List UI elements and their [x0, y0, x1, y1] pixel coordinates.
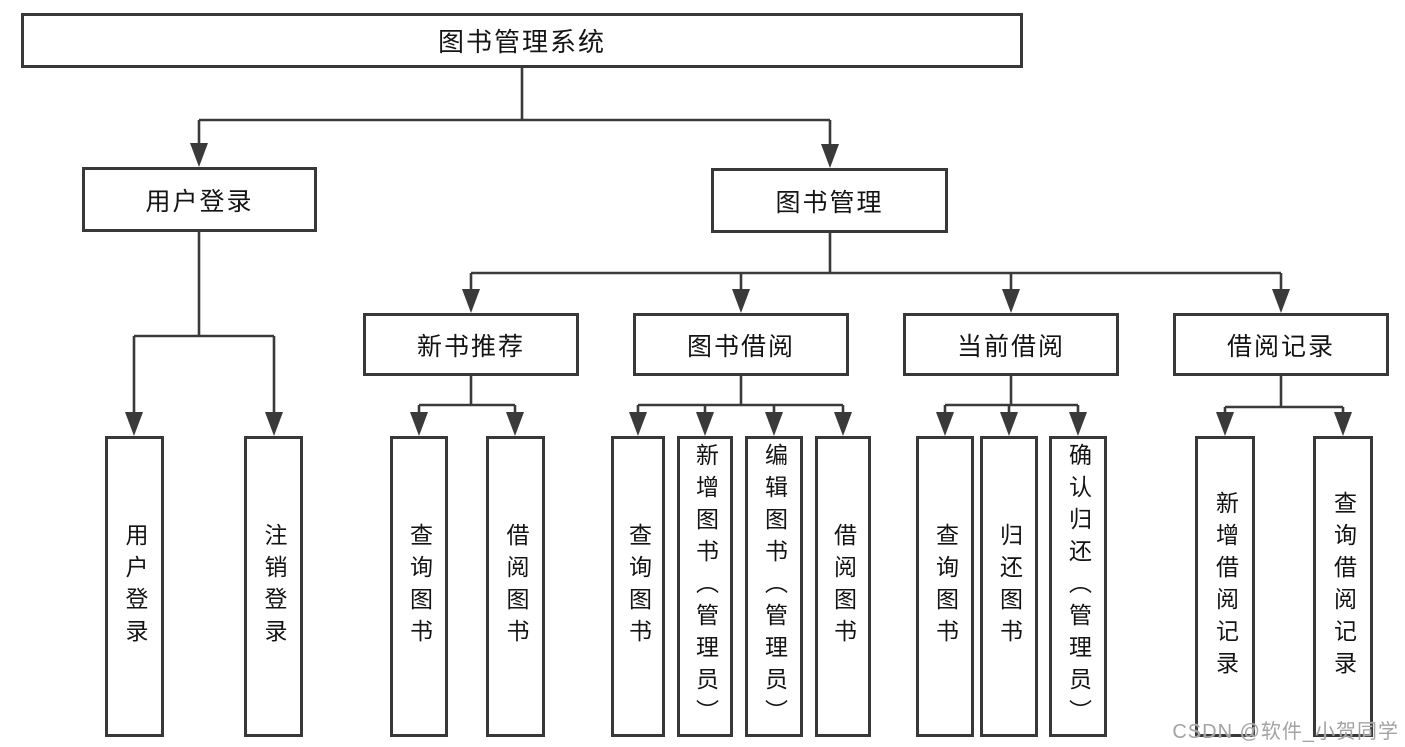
node-label: 图书管理 [775, 188, 884, 217]
arrowhead [629, 412, 647, 436]
leaf-logout: 注销登录 [244, 436, 303, 737]
arrowhead [1000, 412, 1018, 436]
arrowhead [834, 412, 852, 436]
node-label: 借阅记录 [1226, 332, 1335, 361]
leaf-borrow-books: 借阅图书 [815, 436, 871, 737]
leaf-query-books-newrec: 查询图书 [390, 436, 448, 737]
node-label: 确认归还（管理员） [1065, 442, 1092, 731]
leaf-query-books-borrow: 查询图书 [611, 436, 665, 737]
node-label: 借阅图书 [830, 522, 857, 651]
arrowhead [462, 289, 480, 313]
node-label: 借阅图书 [503, 522, 529, 651]
leaf-query-borrow-record: 查询借阅记录 [1313, 436, 1373, 737]
arrowhead [1272, 289, 1290, 313]
node-label: 新书推荐 [416, 332, 525, 361]
node-label: 注销登录 [261, 522, 287, 651]
node-label: 查询图书 [406, 522, 433, 651]
node-user-login: 用户登录 [82, 167, 317, 232]
arrowhead [1002, 289, 1020, 313]
arrowhead [765, 412, 783, 436]
csdn-watermark: CSDN @软件_小贺同学 [1172, 721, 1399, 743]
node-label: 新增图书（管理员） [692, 442, 719, 731]
node-label: 查询图书 [932, 522, 959, 651]
leaf-edit-books-admin: 编辑图书（管理员） [745, 436, 803, 737]
leaf-user-login: 用户登录 [105, 436, 164, 737]
node-label: 查询图书 [625, 522, 652, 651]
node-label: 用户登录 [145, 187, 254, 216]
arrowhead [506, 412, 524, 436]
node-borrow-records: 借阅记录 [1173, 313, 1389, 376]
node-label: 图书管理系统 [437, 27, 606, 57]
arrowhead [190, 143, 208, 167]
arrowhead [1069, 412, 1087, 436]
node-label: 当前借阅 [956, 332, 1065, 361]
node-book-management: 图书管理 [711, 168, 948, 233]
arrowhead [821, 144, 839, 168]
node-label: 归还图书 [996, 522, 1023, 651]
leaf-add-borrow-record: 新增借阅记录 [1195, 436, 1255, 737]
node-book-borrowing: 图书借阅 [633, 313, 849, 376]
node-label: 用户登录 [122, 522, 148, 651]
node-label: 图书借阅 [686, 332, 795, 361]
arrowhead [732, 289, 750, 313]
node-new-book-recommend: 新书推荐 [363, 313, 579, 376]
node-label: 编辑图书（管理员） [761, 442, 788, 731]
leaf-confirm-return-admin: 确认归还（管理员） [1049, 436, 1107, 737]
node-current-borrowing: 当前借阅 [903, 313, 1119, 376]
leaf-add-books-admin: 新增图书（管理员） [677, 436, 733, 737]
leaf-return-books: 归还图书 [980, 436, 1038, 737]
node-label: 查询借阅记录 [1330, 490, 1357, 683]
node-library-management-system: 图书管理系统 [21, 13, 1023, 68]
leaf-query-books-current: 查询图书 [916, 436, 974, 737]
arrowhead [696, 412, 714, 436]
arrowhead [265, 412, 283, 436]
arrowhead [1216, 412, 1234, 436]
arrowhead [125, 412, 143, 436]
arrowhead [410, 412, 428, 436]
node-label: 新增借阅记录 [1212, 490, 1239, 683]
arrowhead [1334, 412, 1352, 436]
leaf-borrow-books-newrec: 借阅图书 [486, 436, 545, 737]
arrowhead [936, 412, 954, 436]
